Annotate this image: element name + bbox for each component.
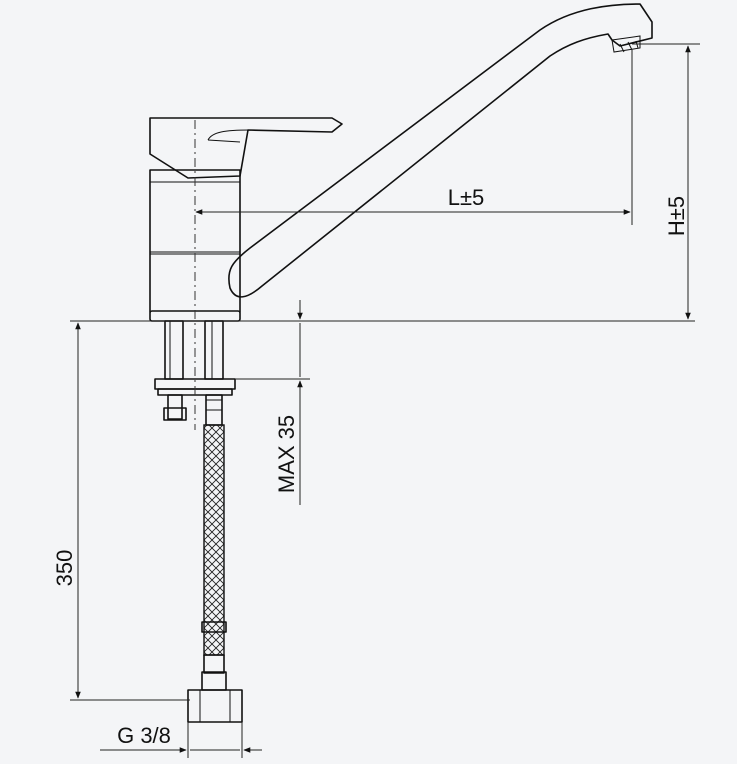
reference-lines — [70, 43, 700, 758]
lever-handle — [149, 117, 343, 179]
dimension-hose-length: 350 — [52, 322, 81, 699]
thread-label: G 3/8 — [117, 723, 171, 748]
length-label: L±5 — [448, 185, 485, 210]
dimension-height: H±5 — [664, 45, 691, 320]
flexible-hose — [187, 394, 243, 723]
dimension-length: L±5 — [195, 185, 631, 215]
height-label: H±5 — [664, 196, 689, 236]
hose-length-label: 350 — [52, 550, 77, 587]
spout — [228, 3, 653, 298]
dimension-max-thickness: MAX 35 — [274, 300, 303, 505]
dimension-thread: G 3/8 — [100, 723, 262, 753]
max-thickness-label: MAX 35 — [274, 415, 299, 493]
